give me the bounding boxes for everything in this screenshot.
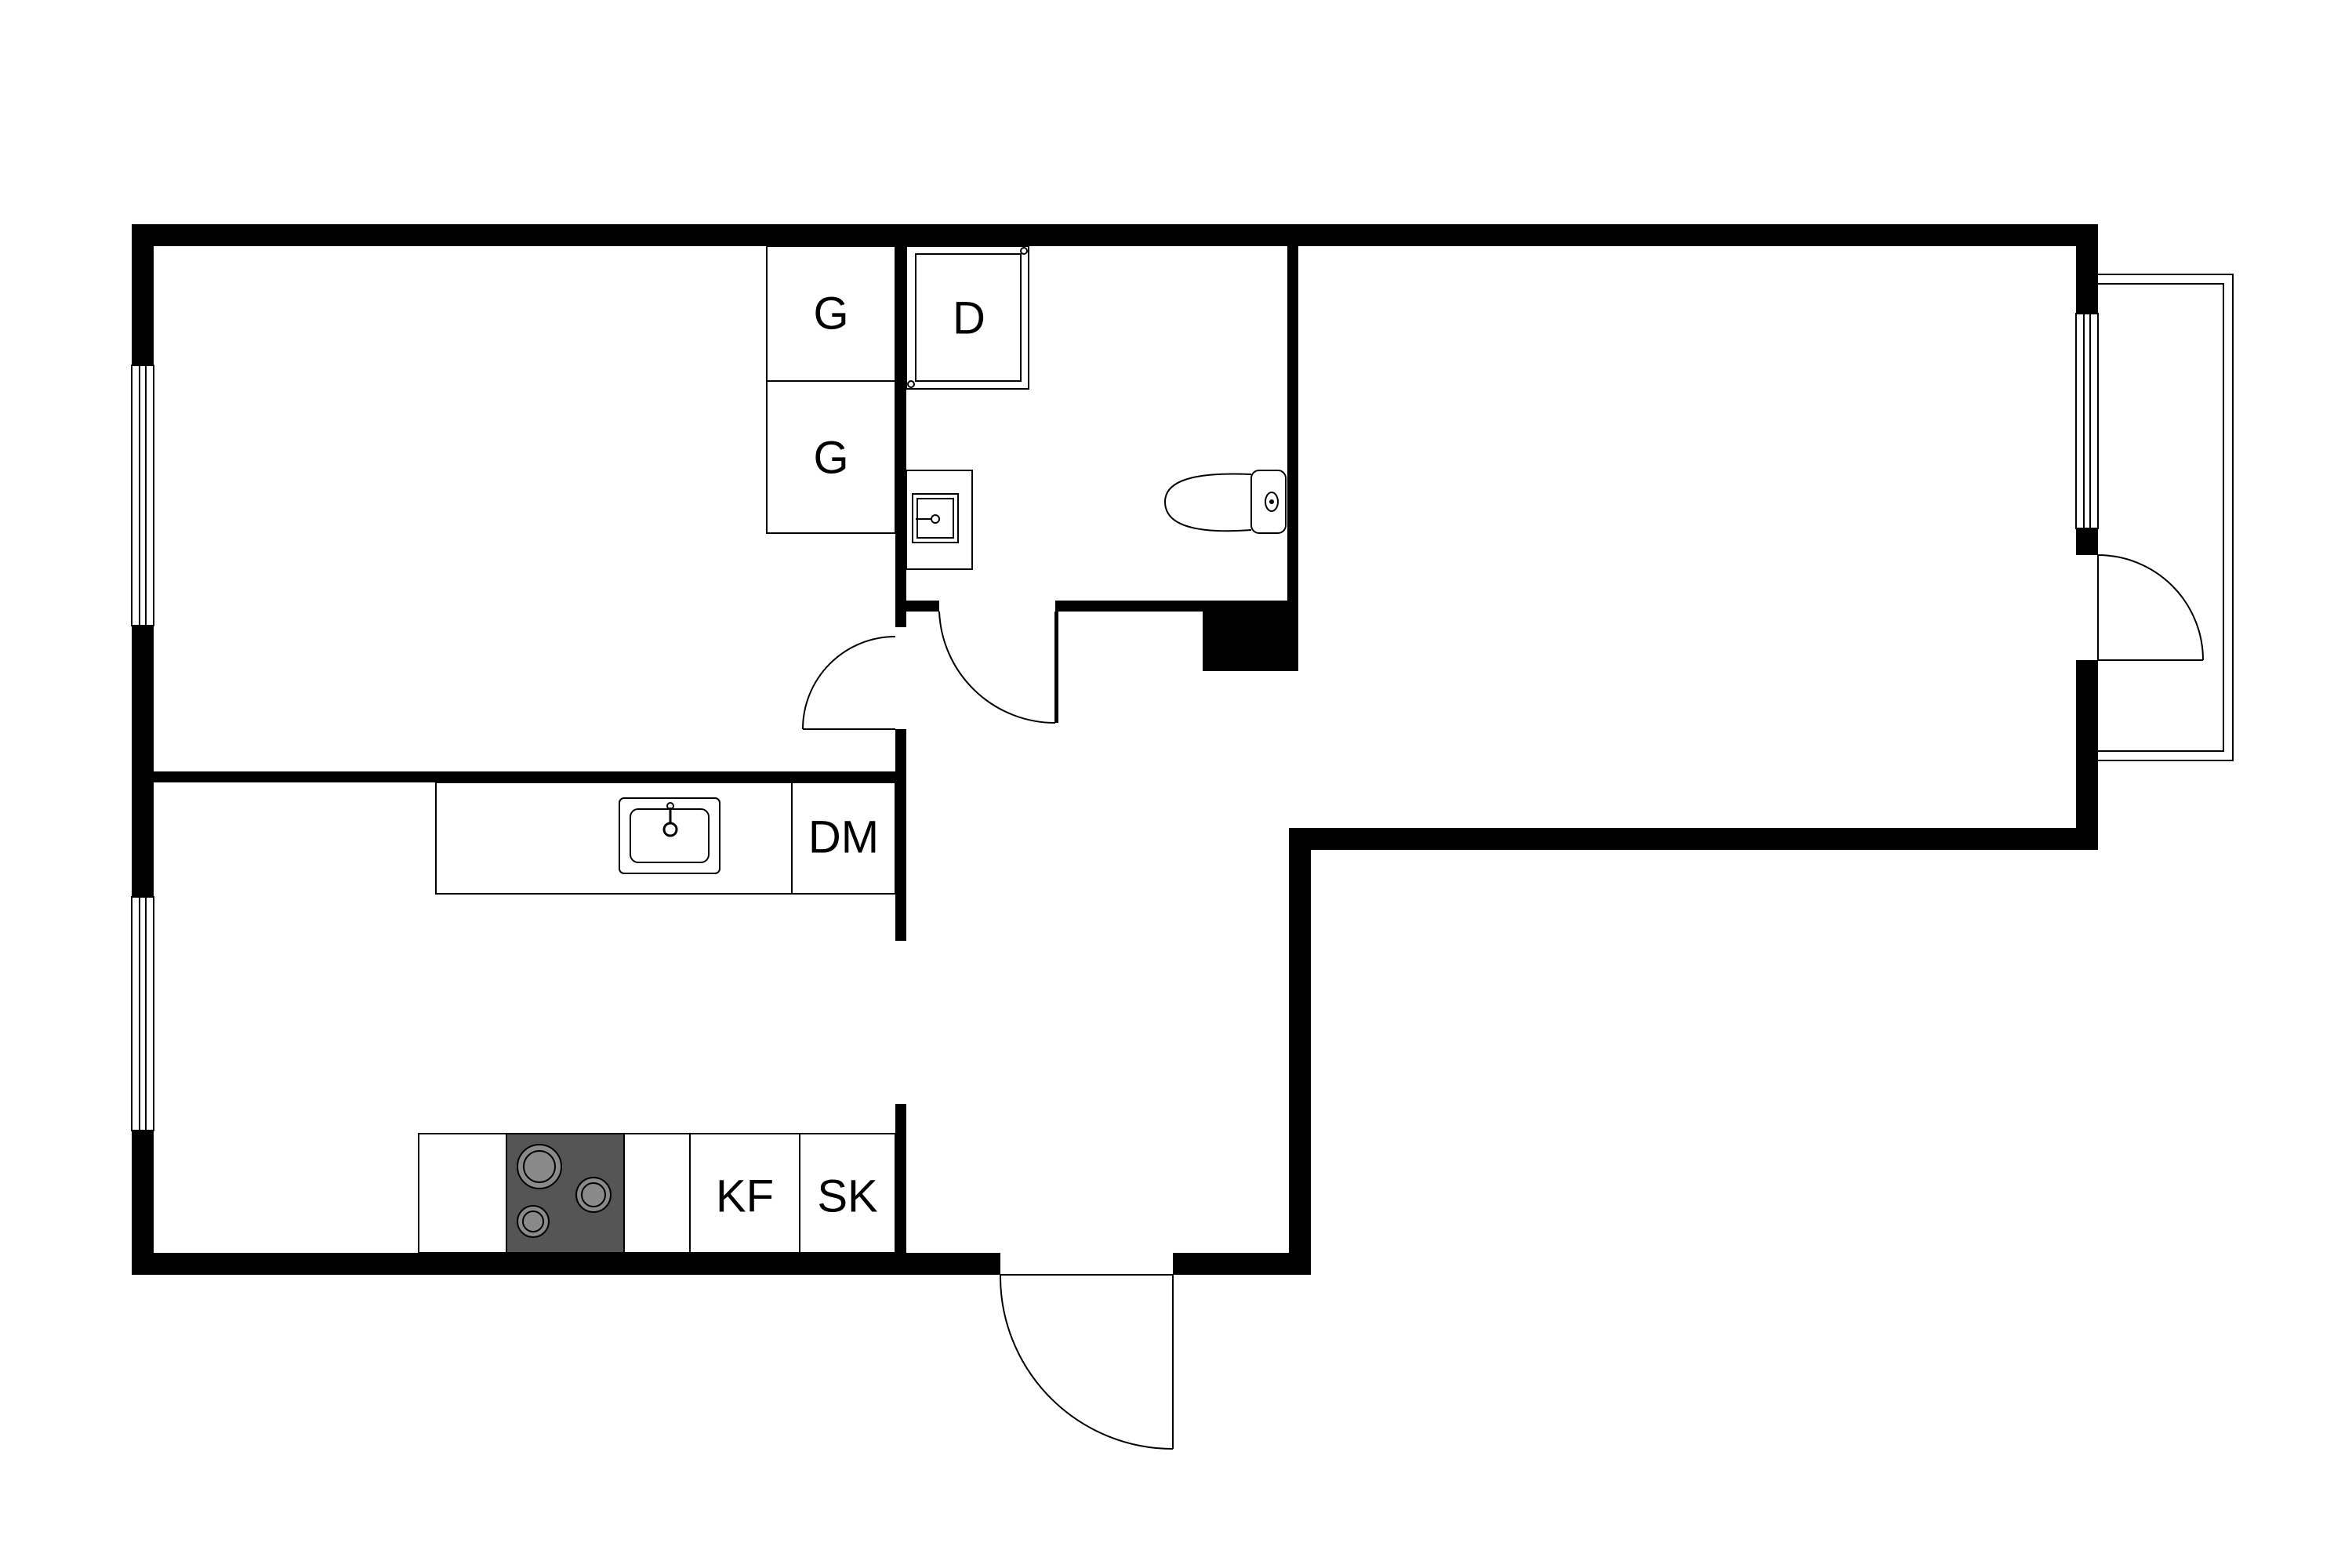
door-swing-icon	[938, 611, 1056, 724]
window-living	[2075, 313, 2099, 529]
shower-label: D	[953, 293, 985, 344]
cooktop-icon	[506, 1133, 625, 1254]
sink-icon	[619, 797, 720, 874]
wardrobe-bottom	[766, 380, 896, 534]
bathroom-fixtures: D	[906, 245, 1287, 570]
kitchen-counter-bottom: KF SK	[418, 1133, 896, 1254]
wardrobe-bottom-label: G	[813, 433, 848, 484]
kitchen-counter-top: DM	[435, 782, 896, 895]
shower: D	[906, 245, 1029, 390]
door-swing-icon	[802, 636, 896, 730]
door-swing-icon	[999, 1274, 1174, 1450]
interior-walls	[154, 246, 1298, 1253]
window-kitchen	[131, 896, 154, 1131]
toilet-icon	[1163, 470, 1287, 534]
cabinet-label: SK	[817, 1171, 878, 1222]
washbasin-icon	[906, 470, 973, 570]
window-bedroom	[131, 365, 154, 626]
exterior-walls	[132, 224, 2098, 1275]
windows	[131, 313, 2099, 1131]
fridge-freezer-label: KF	[716, 1171, 774, 1222]
doors	[802, 554, 2204, 1450]
balcony	[2098, 274, 2234, 761]
wardrobes: G G	[766, 245, 896, 534]
dishwasher-label: DM	[808, 812, 879, 863]
wardrobe-top-label: G	[813, 289, 848, 339]
door-swing-icon	[2097, 554, 2204, 661]
